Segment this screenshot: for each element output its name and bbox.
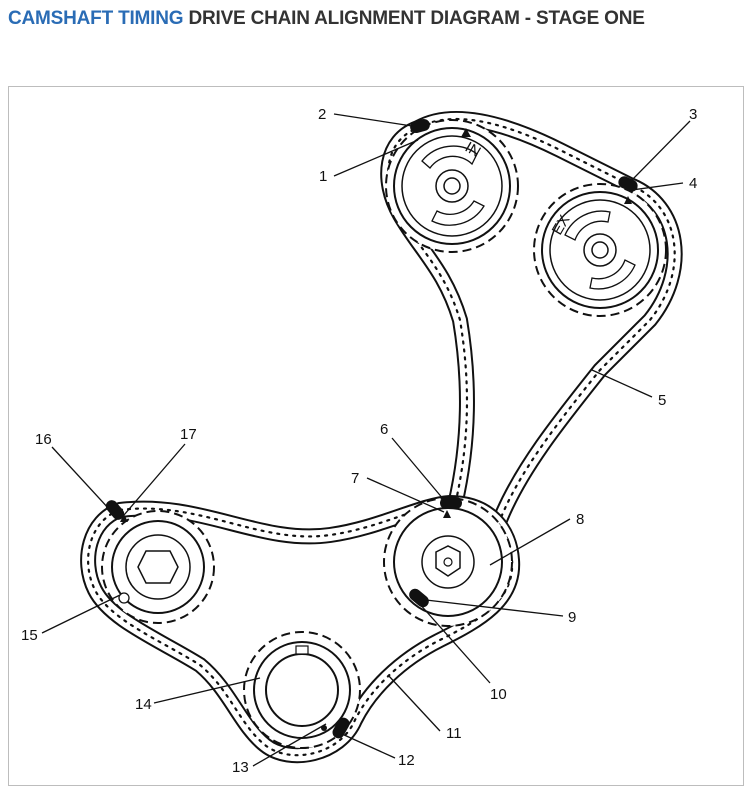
callout-16: 16: [35, 431, 52, 448]
timing-link-12: [332, 717, 350, 739]
callout-14: 14: [135, 696, 152, 713]
primary-chain: [80, 494, 521, 764]
callout-7: 7: [351, 470, 359, 487]
leader-lines: [41, 113, 691, 767]
callout-12: 12: [398, 752, 415, 769]
callout-11: 11: [446, 725, 462, 742]
left-sprocket: [101, 510, 215, 624]
title-rest: DRIVE CHAIN ALIGNMENT DIAGRAM - STAGE ON…: [183, 8, 645, 29]
intake-timing-mark: [461, 128, 471, 137]
timing-link-16: [105, 500, 125, 520]
intake-cam-sprocket: IN: [385, 119, 519, 253]
timing-link-6: [440, 497, 462, 509]
title-accent: CAMSHAFT TIMING: [8, 8, 184, 29]
callout-2: 2: [318, 106, 326, 123]
callout-1: 1: [319, 168, 327, 185]
intake-mark: IN: [462, 139, 483, 161]
left-sprocket-dot: [118, 592, 130, 604]
intermediate-timing-mark: [443, 510, 451, 518]
callout-8: 8: [576, 511, 584, 528]
alignment-marks: [120, 128, 632, 522]
callout-15: 15: [21, 627, 38, 644]
crankshaft-sprocket: [243, 631, 361, 749]
exhaust-timing-mark: [624, 196, 632, 204]
timing-link-3: [618, 176, 638, 192]
left-timing-mark: [120, 514, 128, 522]
exhaust-cam-sprocket: EX: [533, 183, 667, 317]
callout-6: 6: [380, 421, 388, 438]
callouts: 1 2 3 4 5 6 7 8 9 10 11 12 13 14 15 16 1…: [21, 106, 697, 776]
callout-13: 13: [232, 759, 249, 776]
callout-3: 3: [689, 106, 697, 123]
page-title: CAMSHAFT TIMING DRIVE CHAIN ALIGNMENT DI…: [8, 8, 645, 30]
callout-17: 17: [180, 426, 197, 443]
callout-4: 4: [689, 175, 697, 192]
timing-link-9: [409, 588, 429, 608]
timing-link-2: [410, 118, 430, 134]
timing-links: [105, 118, 638, 739]
callout-5: 5: [658, 392, 666, 409]
callout-9: 9: [568, 609, 576, 626]
callout-10: 10: [490, 686, 507, 703]
